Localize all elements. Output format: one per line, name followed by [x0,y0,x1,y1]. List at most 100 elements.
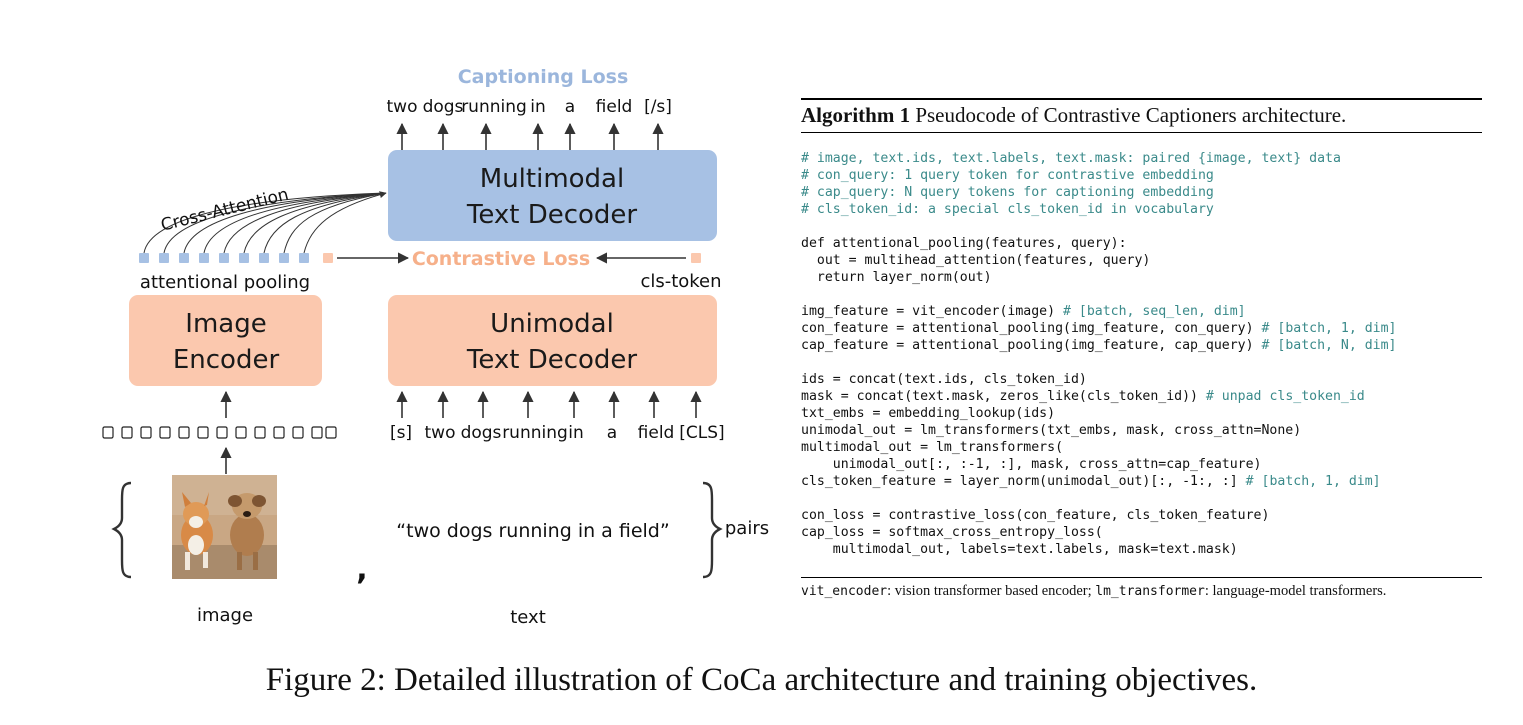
code-text: con_loss = contrastive_loss(con_feature,… [801,508,1270,523]
image-encoder-title: Image [185,309,266,339]
code-text: unimodal_out[:, :-1, :], mask, cross_att… [801,457,1262,472]
footnote-desc-1: : vision transformer based encoder; [887,583,1096,599]
code-line: cls_token_feature = layer_norm(unimodal_… [801,473,1482,490]
code-line: cap_loss = softmax_cross_entropy_loss( [801,524,1482,541]
code-text: unimodal_out = lm_transformers(txt_embs,… [801,423,1302,438]
input-token: [CLS] [679,423,724,443]
code-text: cap_loss = softmax_cross_entropy_loss( [801,525,1103,540]
figure-caption: Figure 2: Detailed illustration of CoCa … [265,662,1258,698]
code-text: cap_feature = attentional_pooling(img_fe… [801,338,1262,353]
code-line: multimodal_out, labels=text.labels, mask… [801,541,1482,558]
code-line: img_feature = vit_encoder(image) # [batc… [801,303,1482,320]
code-text: return layer_norm(out) [801,270,992,285]
cls-token-square [691,253,701,263]
captioning-loss-label: Captioning Loss [458,66,629,88]
input-token: two [425,423,456,443]
input-token: dogs [461,423,502,443]
left-brace [111,481,132,579]
pair-comma: , [356,552,367,587]
output-token: running [461,97,527,117]
output-token: two [387,97,418,117]
text-sample: “two dogs running in a field” [396,520,669,542]
code-line: unimodal_out[:, :-1, :], mask, cross_att… [801,456,1482,473]
input-token: in [568,423,584,443]
code-line: return layer_norm(out) [801,269,1482,286]
algorithm-footnote: vit_encoder: vision transformer based en… [801,577,1482,600]
code-line: multimodal_out = lm_transformers( [801,439,1482,456]
unimodal-decoder-subtitle: Text Decoder [466,345,638,375]
code-text: txt_embs = embedding_lookup(ids) [801,406,1056,421]
code-line [801,218,1482,235]
dog-photo [172,475,277,579]
output-token: field [596,97,633,117]
output-token: [/s] [644,97,672,117]
image-label: image [197,605,253,626]
image-patch-tokens [102,426,337,439]
code-text: cls_token_feature = layer_norm(unimodal_… [801,474,1246,489]
code-text: img_feature = vit_encoder(image) [801,304,1064,319]
output-tokens: two dogs running in a field [/s] [387,97,672,117]
code-line: # con_query: 1 query token for contrasti… [801,167,1482,184]
multimodal-text-decoder-box [388,150,717,241]
algorithm-header: Algorithm 1 Pseudocode of Contrastive Ca… [801,100,1482,133]
code-comment: # unpad cls_token_id [1205,389,1365,404]
code-comment: # cap_query: N query tokens for captioni… [801,185,1214,200]
footnote-term-vit-encoder: vit_encoder [801,584,888,599]
algorithm-block: Algorithm 1 Pseudocode of Contrastive Ca… [801,98,1482,600]
code-line: con_loss = contrastive_loss(con_feature,… [801,507,1482,524]
pooled-query-tokens [139,253,309,263]
code-line: def attentional_pooling(features, query)… [801,235,1482,252]
input-token: field [638,423,675,443]
output-token: dogs [423,97,464,117]
code-text: mask = concat(text.mask, zeros_like(cls_… [801,389,1206,404]
code-line: con_feature = attentional_pooling(img_fe… [801,320,1482,337]
output-token: in [530,97,546,117]
pairs-label: pairs [725,518,769,539]
algorithm-top-rule [801,98,1482,100]
code-line [801,490,1482,507]
code-line: out = multihead_attention(features, quer… [801,252,1482,269]
code-line [801,286,1482,303]
code-comment: # image, text.ids, text.labels, text.mas… [801,151,1341,166]
text-label: text [510,607,546,628]
code-line: txt_embs = embedding_lookup(ids) [801,405,1482,422]
input-tokens: [s] two dogs running in a field [CLS] [390,423,725,443]
coca-architecture-diagram: Captioning Loss two dogs running in a fi… [102,66,769,628]
contrastive-query-token [323,253,333,263]
code-comment: # [batch, seq_len, dim] [1063,304,1246,319]
code-line: # image, text.ids, text.labels, text.mas… [801,150,1482,167]
cls-token-label: cls-token [640,271,721,292]
code-text: out = multihead_attention(features, quer… [801,253,1151,268]
input-arrows [396,390,702,418]
code-line [801,354,1482,371]
contrastive-loss-label: Contrastive Loss [412,248,590,270]
pseudocode: # image, text.ids, text.labels, text.mas… [801,150,1482,558]
input-token: [s] [390,423,412,443]
code-text: def attentional_pooling(features, query)… [801,236,1127,251]
image-encoder-box [129,295,322,386]
footnote-term-lm-transformer: lm_transformer [1095,584,1205,599]
code-line: ids = concat(text.ids, cls_token_id) [801,371,1482,388]
input-token: a [607,423,617,443]
output-token: a [565,97,575,117]
code-text: multimodal_out = lm_transformers( [801,440,1064,455]
cross-attention-lines [143,191,387,254]
code-line: cap_feature = attentional_pooling(img_fe… [801,337,1482,354]
output-arrows [396,122,664,150]
unimodal-decoder-title: Unimodal [490,309,614,339]
code-comment: # cls_token_id: a special cls_token_id i… [801,202,1214,217]
algorithm-title: Pseudocode of Contrastive Captioners arc… [915,103,1347,127]
unimodal-text-decoder-box [388,295,717,386]
attentional-pooling-label: attentional pooling [140,272,310,293]
code-line: unimodal_out = lm_transformers(txt_embs,… [801,422,1482,439]
code-comment: # [batch, N, dim] [1261,338,1397,353]
right-brace [702,481,723,579]
code-comment: # con_query: 1 query token for contrasti… [801,168,1214,183]
code-line: mask = concat(text.mask, zeros_like(cls_… [801,388,1482,405]
code-text: ids = concat(text.ids, cls_token_id) [801,372,1087,387]
code-comment: # [batch, 1, dim] [1261,321,1397,336]
multimodal-decoder-title: Multimodal [480,164,624,194]
algorithm-number: Algorithm 1 [801,103,911,127]
footnote-desc-2: : language-model transformers. [1204,583,1387,599]
image-encoder-subtitle: Encoder [173,345,280,375]
